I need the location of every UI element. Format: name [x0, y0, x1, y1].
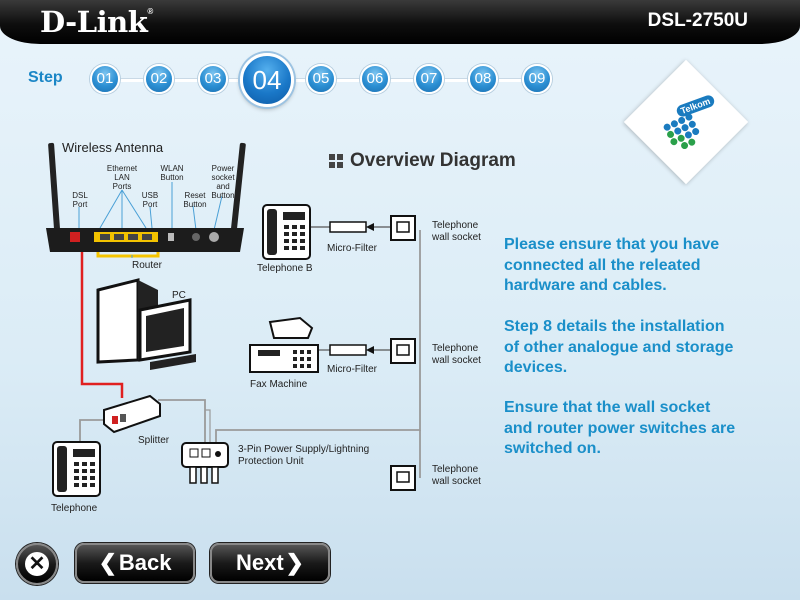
step-07-button[interactable]: 07	[414, 64, 444, 94]
label-reset-1: Reset	[185, 191, 207, 200]
step-05-button[interactable]: 05	[306, 64, 336, 94]
step-08-button[interactable]: 08	[468, 64, 498, 94]
step-04-button-current[interactable]: 04	[240, 53, 294, 107]
label-power-2: socket	[211, 173, 235, 182]
label-wall-socket-3b: wall socket	[431, 476, 481, 487]
router-icon	[46, 142, 246, 252]
label-ethernet-1: Ethernet	[107, 164, 138, 173]
label-wlan-2: Button	[160, 173, 183, 182]
label-wall-socket-1b: wall socket	[431, 232, 481, 243]
label-dsl-port-1: DSL	[72, 191, 88, 200]
next-button[interactable]: Next ❯	[210, 543, 330, 583]
label-wlan-1: WLAN	[160, 164, 183, 173]
label-micro-filter-1: Micro-Filter	[327, 243, 378, 254]
label-wall-socket-1a: Telephone	[432, 220, 479, 231]
splitter-icon	[103, 394, 161, 434]
label-usb-port-2: Port	[143, 200, 158, 209]
grid-icon	[329, 154, 344, 169]
label-telephone: Telephone	[51, 503, 98, 514]
back-button[interactable]: ❮ Back	[75, 543, 195, 583]
step-01-button[interactable]: 01	[90, 64, 120, 94]
close-icon: ✕	[25, 552, 49, 576]
close-button[interactable]: ✕	[16, 543, 58, 585]
label-protection-unit-2: Protection Unit	[238, 456, 304, 467]
telephone-icon	[52, 441, 101, 497]
label-telephone-b: Telephone B	[257, 263, 313, 274]
model-name: DSL-2750U	[647, 10, 748, 31]
cables	[79, 226, 421, 478]
wall-socket-2-icon	[390, 338, 416, 364]
step-06-button[interactable]: 06	[360, 64, 390, 94]
step-label: Step	[28, 69, 63, 86]
back-label: Back	[118, 550, 172, 575]
label-pc: PC	[172, 290, 186, 301]
label-micro-filter-2: Micro-Filter	[327, 364, 378, 375]
micro-filter-1-icon	[329, 221, 374, 233]
label-ethernet-2: LAN	[114, 173, 130, 182]
label-wall-socket-3a: Telephone	[432, 464, 479, 475]
section-title: Overview Diagram	[350, 150, 516, 171]
step-02-button[interactable]: 02	[144, 64, 174, 94]
label-wall-socket-2b: wall socket	[431, 355, 481, 366]
header-bar: D-Link® DSL-2750U	[0, 0, 800, 44]
telephone-b-icon	[262, 204, 311, 260]
step-09-button[interactable]: 09	[522, 64, 552, 94]
micro-filter-2-icon	[329, 344, 374, 356]
dlink-logo: D-Link®	[40, 5, 153, 39]
callout-lines	[78, 182, 223, 258]
fax-machine-icon	[249, 316, 319, 373]
label-wireless-antenna: Wireless Antenna	[62, 140, 164, 155]
label-dsl-port-2: Port	[73, 200, 88, 209]
chevron-right-icon: ❯	[285, 550, 304, 575]
label-power-1: Power	[212, 164, 235, 173]
pc-icon	[96, 278, 196, 370]
step-03-button[interactable]: 03	[198, 64, 228, 94]
wall-socket-1-icon	[390, 215, 416, 241]
telkom-mark-icon	[663, 113, 700, 150]
wall-socket-3-icon	[390, 465, 416, 491]
label-fax-machine: Fax Machine	[250, 379, 308, 390]
label-power-4: Button	[211, 191, 234, 200]
protection-unit-icon	[181, 442, 229, 484]
label-power-3: and	[216, 182, 229, 191]
label-router: Router	[132, 260, 163, 271]
label-splitter: Splitter	[138, 435, 170, 446]
label-wall-socket-2a: Telephone	[432, 343, 479, 354]
chevron-left-icon: ❮	[98, 550, 117, 575]
next-label: Next	[236, 550, 284, 575]
label-reset-2: Button	[183, 200, 206, 209]
label-usb-port-1: USB	[142, 191, 158, 200]
label-ethernet-3: Ports	[113, 182, 132, 191]
label-protection-unit-1: 3-Pin Power Supply/Lightning	[238, 444, 369, 455]
